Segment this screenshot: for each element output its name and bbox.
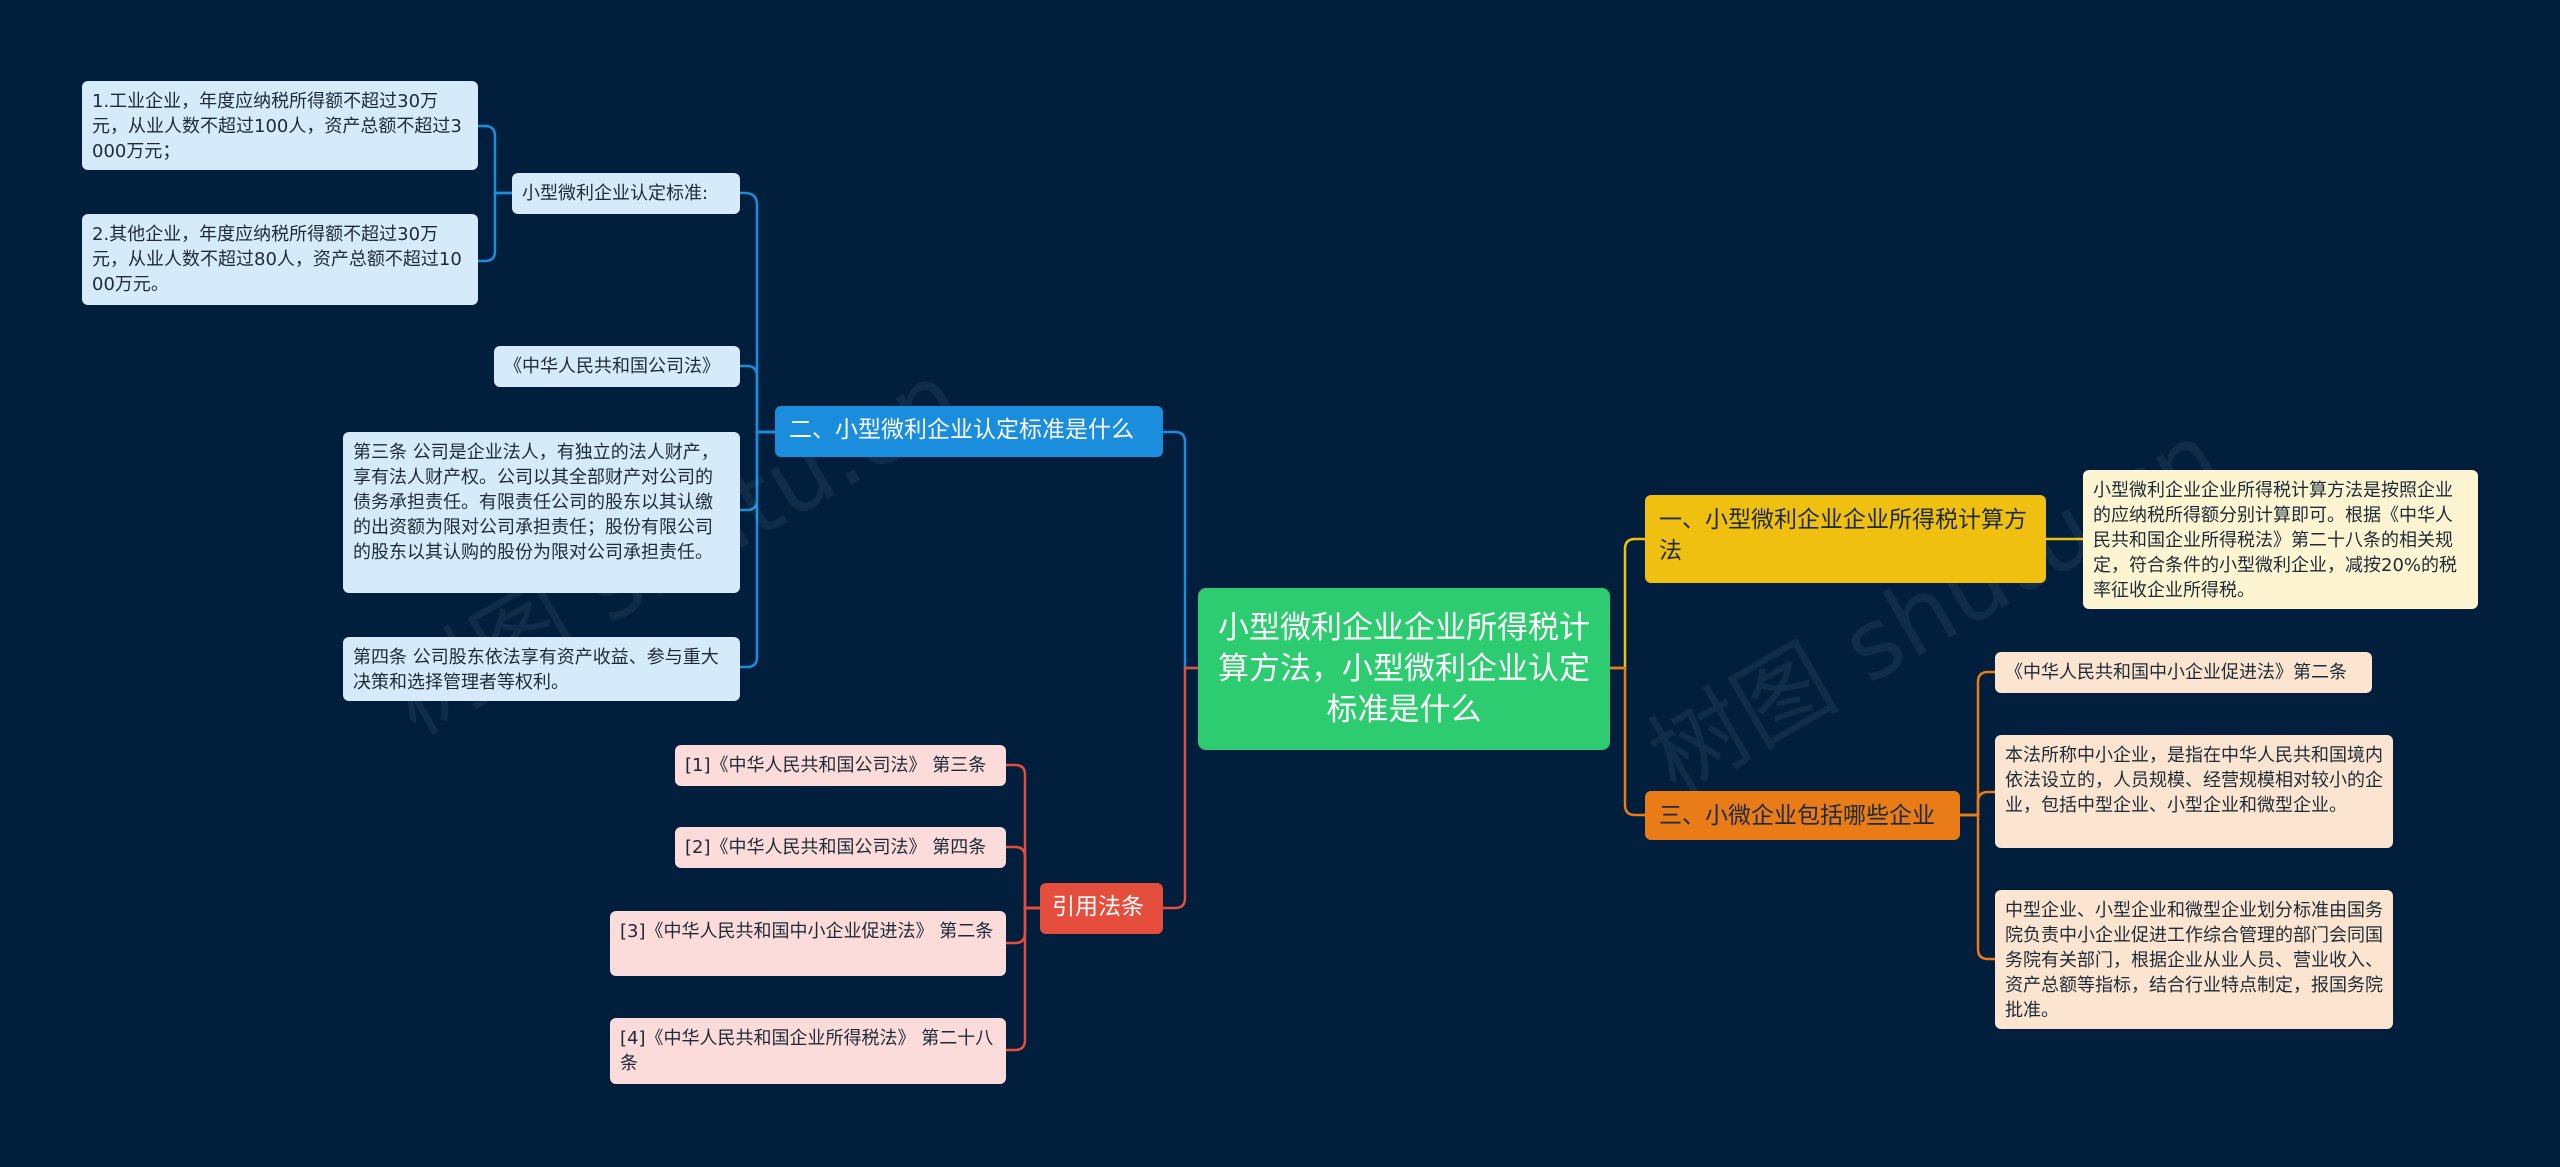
criteria-other[interactable]: 2.其他企业，年度应纳税所得额不超过30万元，从业人数不超过80人，资产总额不超…	[82, 214, 478, 305]
company-law[interactable]: 《中华人民共和国公司法》	[494, 346, 740, 387]
branch-calc-method[interactable]: 一、小型微利企业企业所得税计算方法	[1645, 495, 2046, 583]
recognition-criteria[interactable]: 小型微利企业认定标准:	[512, 173, 740, 214]
cited-law-3[interactable]: [3]《中华人民共和国中小企业促进法》 第二条	[610, 911, 1006, 976]
sme-definition[interactable]: 本法所称中小企业，是指在中华人民共和国境内依法设立的，人员规模、经营规模相对较小…	[1995, 735, 2393, 848]
company-law-article-4[interactable]: 第四条 公司股东依法享有资产收益、参与重大决策和选择管理者等权利。	[343, 637, 740, 701]
cited-law-2[interactable]: [2]《中华人民共和国公司法》 第四条	[675, 827, 1006, 868]
criteria-industrial[interactable]: 1.工业企业，年度应纳税所得额不超过30万元，从业人数不超过100人，资产总额不…	[82, 81, 478, 170]
calc-method-detail[interactable]: 小型微利企业企业所得税计算方法是按照企业的应纳税所得额分别计算即可。根据《中华人…	[2083, 470, 2478, 609]
branch-recognition-standard[interactable]: 二、小型微利企业认定标准是什么	[775, 406, 1163, 457]
company-law-article-3[interactable]: 第三条 公司是企业法人，有独立的法人财产，享有法人财产权。公司以其全部财产对公司…	[343, 432, 740, 593]
promotion-law-article-2[interactable]: 《中华人民共和国中小企业促进法》第二条	[1995, 652, 2372, 693]
root-topic[interactable]: 小型微利企业企业所得税计算方法，小型微利企业认定标准是什么	[1198, 588, 1610, 750]
branch-small-micro-types[interactable]: 三、小微企业包括哪些企业	[1645, 791, 1960, 840]
sme-classification-standard[interactable]: 中型企业、小型企业和微型企业划分标准由国务院负责中小企业促进工作综合管理的部门会…	[1995, 890, 2393, 1029]
cited-law-4[interactable]: [4]《中华人民共和国企业所得税法》 第二十八条	[610, 1018, 1006, 1084]
branch-cited-laws[interactable]: 引用法条	[1040, 883, 1163, 934]
cited-law-1[interactable]: [1]《中华人民共和国公司法》 第三条	[675, 745, 1006, 786]
